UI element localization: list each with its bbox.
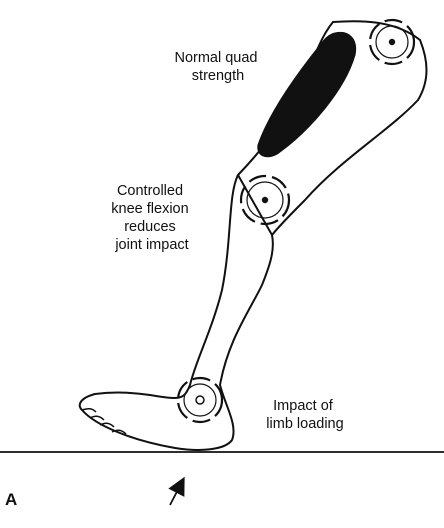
ankle-label-line-2: limb loading xyxy=(266,416,343,432)
knee-label-line-4: joint impact xyxy=(114,237,188,253)
quad-label: Normal quad strength xyxy=(174,50,261,84)
knee-label: Controlled knee flexion reduces joint im… xyxy=(111,183,192,253)
toes xyxy=(81,407,127,435)
knee-joint-icon xyxy=(239,174,291,226)
quad-label-line-1: Normal quad xyxy=(174,50,257,66)
knee-label-line-2: knee flexion xyxy=(111,201,188,217)
knee-label-line-1: Controlled xyxy=(117,183,183,199)
panel-letter: A xyxy=(5,490,17,509)
ankle-label: Impact of limb loading xyxy=(266,398,343,432)
hip-joint-icon xyxy=(368,18,416,66)
knee-label-line-3: reduces xyxy=(124,219,176,235)
ankle-label-line-1: Impact of xyxy=(273,398,334,414)
quadriceps-muscle xyxy=(257,31,357,158)
quad-label-line-2: strength xyxy=(192,68,244,84)
ankle-joint-icon xyxy=(176,376,224,424)
ground-reaction-arrow-icon xyxy=(168,476,185,506)
